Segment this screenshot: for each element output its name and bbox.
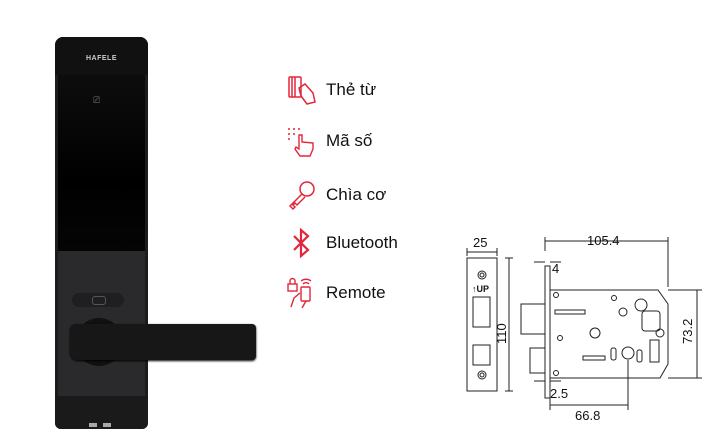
dim-faceplate-offset: 2.5	[550, 386, 568, 401]
feature-remote: Remote	[286, 275, 446, 311]
dim-body-height: 73.2	[680, 319, 695, 344]
lock-glass-panel	[58, 75, 145, 251]
battery-contact	[103, 423, 111, 427]
feature-bluetooth: Bluetooth	[286, 225, 446, 261]
dim-strike-height: 110	[494, 323, 509, 344]
brand-logo: HAFELE	[86, 55, 117, 62]
card-icon	[288, 76, 316, 105]
rfid-card-icon: ⎚	[93, 95, 101, 105]
dim-body-length: 105.4	[587, 233, 620, 248]
remote-icon	[287, 277, 312, 309]
dim-backset: 66.8	[575, 408, 600, 423]
feature-keypad: Mã số	[286, 123, 446, 159]
dim-strike-width: 25	[473, 235, 487, 250]
battery-contact	[89, 423, 97, 427]
lock-top	[55, 37, 148, 75]
mortise-body	[520, 265, 669, 399]
smart-door-lock-image: HAFELE ⎚	[55, 37, 148, 429]
dim-faceplate-thickness: 4	[552, 261, 559, 276]
key-cover	[72, 293, 124, 307]
feature-key: Chìa cơ	[286, 177, 446, 213]
bluetooth-icon	[293, 227, 310, 259]
feature-card: Thẻ từ	[286, 72, 446, 108]
strike-up-mark: ↑UP	[472, 284, 489, 294]
lever-handle	[70, 324, 256, 360]
strike-plate: ↑UP	[466, 257, 498, 392]
keypad-icon	[288, 128, 314, 157]
lock-bottom	[55, 396, 148, 429]
key-icon	[288, 181, 315, 211]
